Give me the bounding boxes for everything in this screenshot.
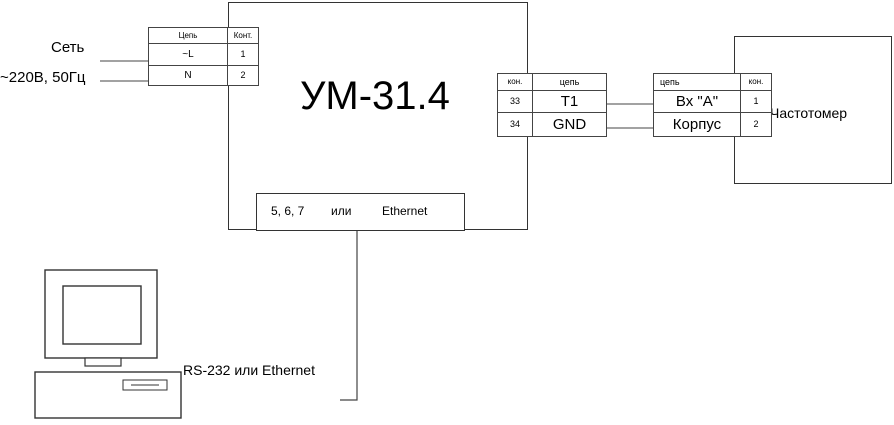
power-row-pin: 1 <box>227 43 259 66</box>
power-header-net: Цепь <box>148 27 228 44</box>
counter-row-net: Вх "А" <box>653 90 741 113</box>
pc-link-line <box>340 231 358 401</box>
counter-row-pin: 1 <box>740 90 772 113</box>
power-row-net: N <box>148 65 228 86</box>
port-or: или <box>331 204 352 218</box>
port-pins: 5, 6, 7 <box>271 204 305 218</box>
output-row-net: T1 <box>532 90 607 113</box>
output-header-net: цепь <box>532 73 607 91</box>
power-row-pin: 2 <box>227 65 259 86</box>
output-row-pin: 33 <box>497 90 533 113</box>
computer-icon <box>33 268 183 420</box>
device-bottom-port: 5, 6, 7 или Ethernet <box>256 193 465 231</box>
output-row-pin: 34 <box>497 112 533 137</box>
power-spec: ~220В, 50Гц <box>0 69 86 86</box>
power-header-pin: Конт. <box>227 27 259 44</box>
counter-header-pin: кон. <box>740 73 772 91</box>
pc-link-label: RS-232 или Ethernet <box>183 362 315 378</box>
counter-row-net: Корпус <box>653 112 741 137</box>
counter-label: Частотомер <box>770 105 848 121</box>
power-label: Сеть <box>51 39 85 56</box>
power-connector-table: Цепь Конт. ~L 1 N 2 <box>148 27 259 86</box>
port-alt: Ethernet <box>382 204 428 218</box>
counter-input-table: цепь кон. Вх "А" 1 Корпус 2 <box>653 73 772 137</box>
output-row-net: GND <box>532 112 607 137</box>
device-box <box>228 2 528 230</box>
counter-header-net: цепь <box>653 73 741 91</box>
device-title: УМ-31.4 <box>300 74 450 118</box>
power-row-net: ~L <box>148 43 228 66</box>
output-header-pin: кон. <box>497 73 533 91</box>
device-output-table: кон. цепь 33 T1 34 GND <box>497 73 607 137</box>
counter-row-pin: 2 <box>740 112 772 137</box>
